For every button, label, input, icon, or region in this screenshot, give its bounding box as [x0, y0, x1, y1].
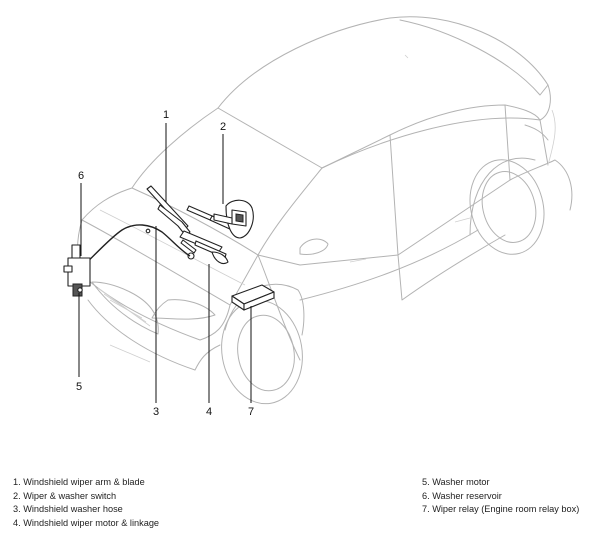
- callout-4: 4: [206, 406, 212, 418]
- legend-item: 1. Windshield wiper arm & blade: [13, 477, 145, 487]
- callout-1: 1: [163, 109, 169, 121]
- callout-2: 2: [220, 121, 226, 133]
- legend-item: 3. Windshield washer hose: [13, 504, 123, 515]
- callout-3: 3: [153, 406, 159, 418]
- callout-leaders: [78, 123, 252, 403]
- legend-item: 4. Windshield wiper motor & linkage: [13, 517, 160, 528]
- wiper-motor-linkage: [179, 230, 229, 265]
- parts-legend: 1. Windshield wiper arm & blade 2. Wiper…: [0, 476, 608, 545]
- washer-reservoir: [63, 244, 91, 287]
- legend-column-left: 1. Windshield wiper arm & blade 2. Wiper…: [13, 476, 159, 530]
- car-body-outline: [77, 16, 573, 405]
- callout-7: 7: [248, 406, 254, 418]
- component-location-diagram: 1 2 3 4 5 6 7: [63, 16, 573, 418]
- callout-5: 5: [76, 381, 82, 393]
- legend-item: 2. Wiper & washer switch: [13, 490, 117, 501]
- legend-item: 6. Washer reservoir: [422, 490, 502, 501]
- wiper-relay-box: [231, 284, 275, 311]
- callout-numbers: 1 2 3 4 5 6 7: [76, 109, 254, 418]
- washer-motor: [72, 283, 83, 297]
- wiper-washer-switch: [213, 199, 254, 239]
- legend-item: 7. Wiper relay (Engine room relay box): [422, 504, 580, 515]
- washer-hose: [80, 224, 191, 269]
- legend-column-right: 5. Washer motor 6. Washer reservoir 7. W…: [422, 476, 579, 517]
- legend-item: 5. Washer motor: [422, 477, 490, 487]
- callout-6: 6: [78, 170, 84, 182]
